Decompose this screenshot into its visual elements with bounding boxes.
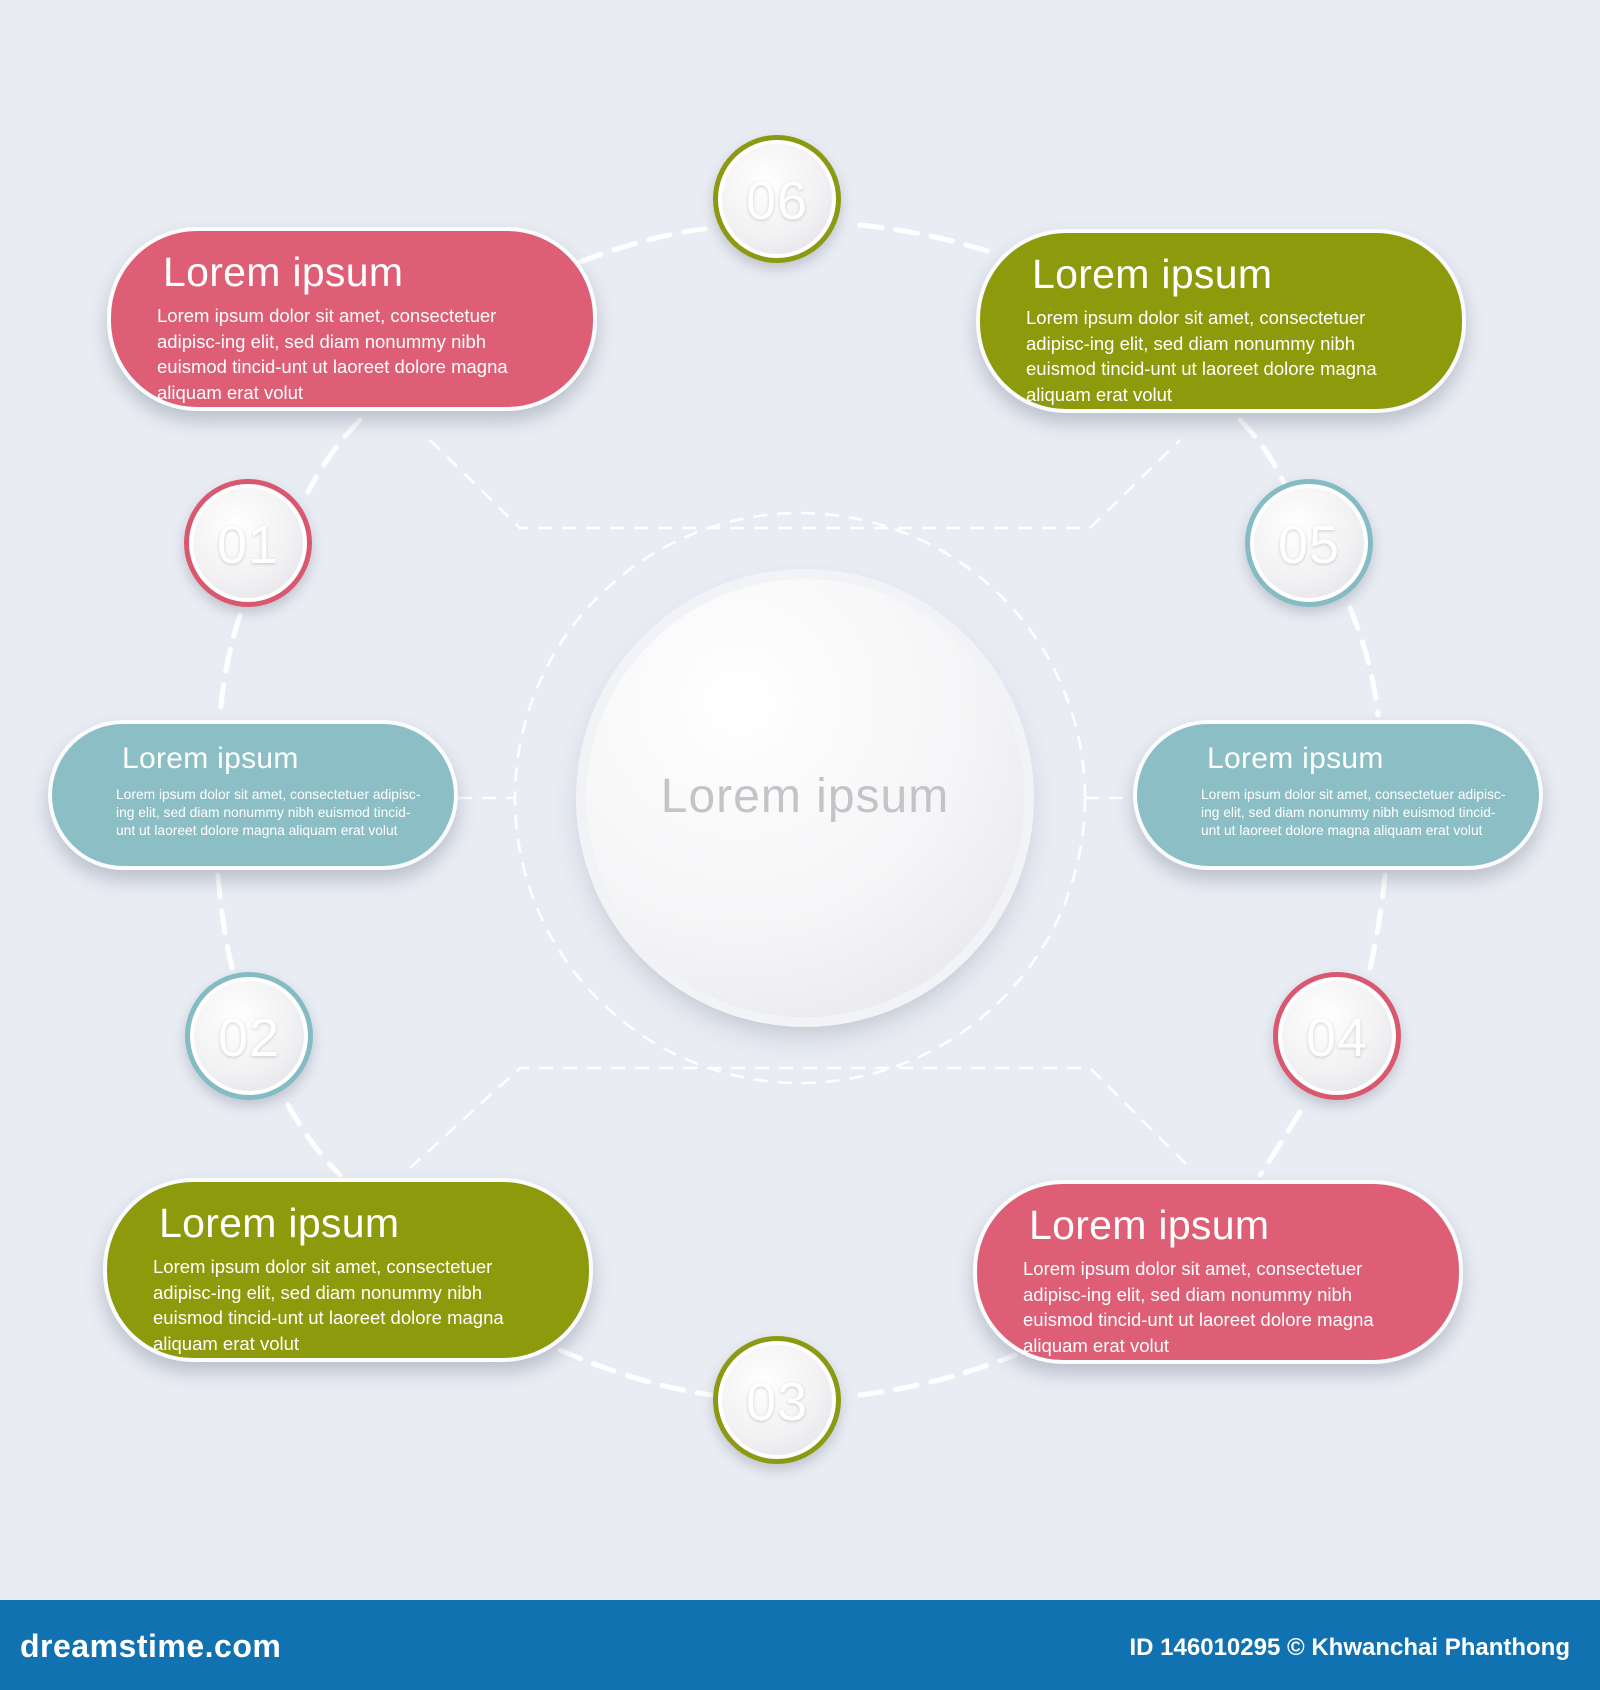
- number-04: 04: [1305, 1008, 1369, 1068]
- number-badge-04: 04: [1273, 972, 1401, 1100]
- step-06-title: Lorem ipsum: [1032, 251, 1273, 297]
- step-03-title: Lorem ipsum: [159, 1200, 400, 1246]
- number-06: 06: [745, 171, 809, 231]
- center-hub: Lorem ipsum: [586, 579, 1024, 1017]
- step-02-title: Lorem ipsum: [122, 742, 299, 775]
- step-05-body: Lorem ipsum dolor sit amet, consectetuer…: [1201, 787, 1506, 839]
- step-04-title: Lorem ipsum: [1029, 1202, 1270, 1248]
- watermark-footer-bar: dreamstime.com ID 146010295 © Khwanchai …: [0, 1600, 1600, 1690]
- step-06-card: Lorem ipsum Lorem ipsum dolor sit amet, …: [976, 229, 1466, 413]
- step-01-body: Lorem ipsum dolor sit amet, consectetuer…: [157, 305, 508, 403]
- footer-credit: ID 146010295 © Khwanchai Phanthong: [1129, 1634, 1570, 1661]
- step-05-card: Lorem ipsum Lorem ipsum dolor sit amet, …: [1133, 720, 1543, 870]
- step-04-card: Lorem ipsum Lorem ipsum dolor sit amet, …: [973, 1180, 1463, 1364]
- step-01-card: Lorem ipsum Lorem ipsum dolor sit amet, …: [107, 227, 597, 411]
- step-04-body: Lorem ipsum dolor sit amet, consectetuer…: [1023, 1258, 1374, 1356]
- step-06-body: Lorem ipsum dolor sit amet, consectetuer…: [1026, 307, 1377, 405]
- number-01: 01: [216, 515, 280, 575]
- number-05: 05: [1277, 515, 1341, 575]
- step-03-body: Lorem ipsum dolor sit amet, consectetuer…: [153, 1256, 504, 1354]
- number-03: 03: [745, 1372, 809, 1432]
- number-badge-03: 03: [713, 1336, 841, 1464]
- step-01-title: Lorem ipsum: [163, 249, 404, 295]
- step-02-body: Lorem ipsum dolor sit amet, consectetuer…: [116, 787, 421, 839]
- number-badge-02: 02: [185, 972, 313, 1100]
- center-label: Lorem ipsum: [660, 770, 950, 823]
- step-05-title: Lorem ipsum: [1207, 742, 1384, 775]
- number-badge-06: 06: [713, 135, 841, 263]
- number-badge-01: 01: [184, 479, 312, 607]
- number-02: 02: [217, 1008, 281, 1068]
- step-02-card: Lorem ipsum Lorem ipsum dolor sit amet, …: [48, 720, 458, 870]
- connector-lines: [215, 222, 1388, 1398]
- number-badge-05: 05: [1245, 479, 1373, 607]
- footer-brand: dreamstime.com: [20, 1628, 282, 1664]
- step-03-card: Lorem ipsum Lorem ipsum dolor sit amet, …: [103, 1178, 593, 1362]
